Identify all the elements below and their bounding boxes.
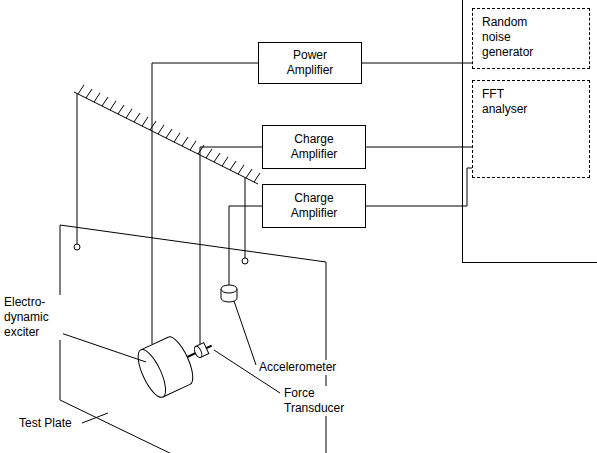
leader-line (55, 331, 146, 362)
amplifier-box: Power Amplifier (258, 42, 362, 84)
node-text: Random noise generator (482, 15, 548, 60)
exciter-back (168, 333, 198, 384)
test-plate (60, 225, 326, 453)
plate-hole (74, 244, 80, 250)
node-text: Power Amplifier (278, 48, 342, 78)
electrodynamic-exciter (133, 322, 223, 401)
accelerometer-top (221, 285, 237, 293)
part-label: Electro- dynamic exciter (3, 295, 63, 340)
signal-cable (366, 168, 472, 206)
analyser-box: FFT analyser (472, 80, 590, 178)
transducer-tip (206, 346, 211, 349)
suspension-string (77, 94, 78, 244)
part-label: Accelerometer (258, 360, 337, 375)
plate-hole (242, 258, 248, 264)
node-text: Charge Amplifier (282, 191, 346, 221)
instrument-housing (463, 0, 597, 263)
part-label: Force Transducer (283, 386, 357, 416)
force-transducer-face (193, 345, 204, 358)
accelerometer-cable (229, 206, 262, 285)
signal-cable (362, 63, 472, 64)
generator-box: Random noise generator (472, 8, 590, 69)
amplifier-box: Charge Amplifier (262, 125, 366, 169)
ceiling-hatch (78, 85, 260, 182)
force-cable (200, 147, 262, 344)
accelerometer (221, 285, 237, 302)
node-text: FFT analyser (482, 87, 548, 117)
amplifier-box: Charge Amplifier (262, 184, 366, 228)
suspension-string (245, 178, 246, 258)
signal-cable (366, 147, 472, 148)
leader-line (82, 413, 108, 423)
leader-line (234, 301, 256, 365)
drive-cable (152, 63, 258, 344)
part-label: Test Plate (18, 416, 73, 431)
node-text: Charge Amplifier (282, 132, 346, 162)
exciter-face (133, 346, 171, 401)
